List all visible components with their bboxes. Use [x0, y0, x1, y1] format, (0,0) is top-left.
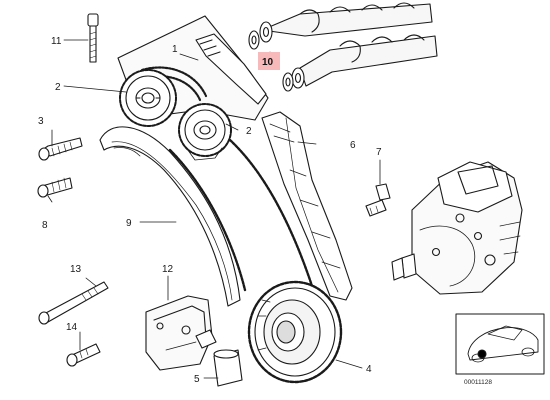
callout-6: 6: [350, 140, 356, 151]
bolt-7: [365, 183, 391, 217]
callout-9: 9: [126, 218, 132, 229]
camshaft-lower: [291, 34, 438, 89]
callout-12: 12: [162, 264, 174, 275]
pin-8: [37, 177, 73, 198]
callout-10: 10: [262, 57, 274, 68]
callout-11: 11: [51, 36, 62, 47]
callout-4: 4: [366, 364, 372, 375]
callout-5: 5: [194, 374, 200, 385]
callout-3: 3: [38, 116, 44, 127]
guide-rail-9: [99, 126, 241, 307]
seal-ring-upper: [248, 30, 260, 50]
leader-lines: [47, 39, 381, 379]
highlight-box-part-10: [258, 52, 280, 70]
tensioner-rail-6: [261, 111, 353, 301]
sprocket-2-upper: [119, 69, 177, 127]
timing-chain-main: [168, 138, 314, 292]
sprocket-2-lower: [178, 103, 232, 161]
fuel-injection-pump: [391, 161, 523, 295]
callout-2-upper: 2: [55, 82, 61, 93]
camshaft-upper: [259, 2, 433, 43]
crank-sprocket-4: [247, 280, 343, 384]
bolt-11: [87, 13, 99, 63]
callout-14: 14: [66, 322, 78, 333]
callout-13: 13: [70, 264, 82, 275]
bolt-13: [38, 281, 109, 325]
stud-3: [38, 137, 83, 161]
diagram-reference-number: 00011128: [464, 379, 492, 386]
callout-1: 1: [172, 44, 178, 55]
chain-guide-1: [195, 33, 267, 105]
callout-7: 7: [376, 147, 382, 158]
callout-2-lower: 2: [246, 126, 252, 137]
sleeve-5: [213, 349, 243, 387]
seal-ring-lower: [282, 72, 294, 92]
callout-8: 8: [42, 220, 48, 231]
vehicle-location-inset: [455, 313, 545, 375]
bolt-14: [66, 343, 101, 367]
chain-tensioner-12: [145, 295, 217, 371]
